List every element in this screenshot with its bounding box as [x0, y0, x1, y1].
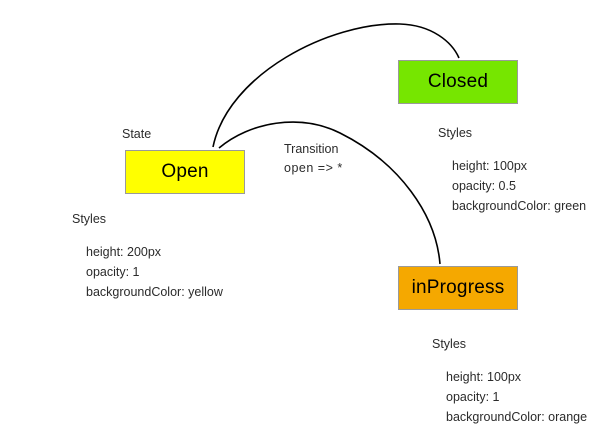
state-node-open-label: Open — [161, 161, 209, 182]
styles-panel-closed-title: Styles — [438, 126, 473, 140]
styles-panel-inprogress-title: Styles — [432, 337, 467, 351]
style-prop: backgroundColor: orange — [446, 410, 588, 424]
state-node-open[interactable]: Open — [125, 150, 245, 194]
state-annotation-label: State — [122, 127, 152, 141]
state-node-inprogress[interactable]: inProgress — [398, 266, 518, 310]
styles-panel-open-props: height: 200px opacity: 1 backgroundColor… — [72, 242, 223, 302]
style-prop: backgroundColor: yellow — [86, 285, 223, 299]
transition-annotation-event: open => * — [284, 161, 343, 175]
state-node-closed[interactable]: Closed — [398, 60, 518, 104]
style-prop: height: 200px — [86, 245, 162, 259]
state-node-inprogress-label: inProgress — [411, 277, 505, 298]
styles-panel-inprogress: Styles height: 100px opacity: 1 backgrou… — [432, 337, 587, 426]
state-node-closed-label: Closed — [427, 71, 489, 92]
style-prop: height: 100px — [446, 370, 522, 384]
style-prop: opacity: 1 — [86, 265, 140, 279]
styles-panel-closed: Styles height: 100px opacity: 0.5 backgr… — [438, 126, 586, 216]
style-prop: height: 100px — [452, 159, 528, 173]
transition-annotation: Transition open => * — [284, 140, 343, 178]
style-prop: backgroundColor: green — [452, 199, 587, 213]
styles-panel-inprogress-props: height: 100px opacity: 1 backgroundColor… — [432, 367, 587, 426]
style-prop: opacity: 0.5 — [452, 179, 516, 193]
styles-panel-closed-props: height: 100px opacity: 0.5 backgroundCol… — [438, 156, 586, 216]
styles-panel-open-title: Styles — [72, 212, 107, 226]
styles-panel-open: Styles height: 200px opacity: 1 backgrou… — [72, 212, 223, 302]
style-prop: opacity: 1 — [446, 390, 500, 404]
transition-annotation-title: Transition — [284, 142, 339, 156]
